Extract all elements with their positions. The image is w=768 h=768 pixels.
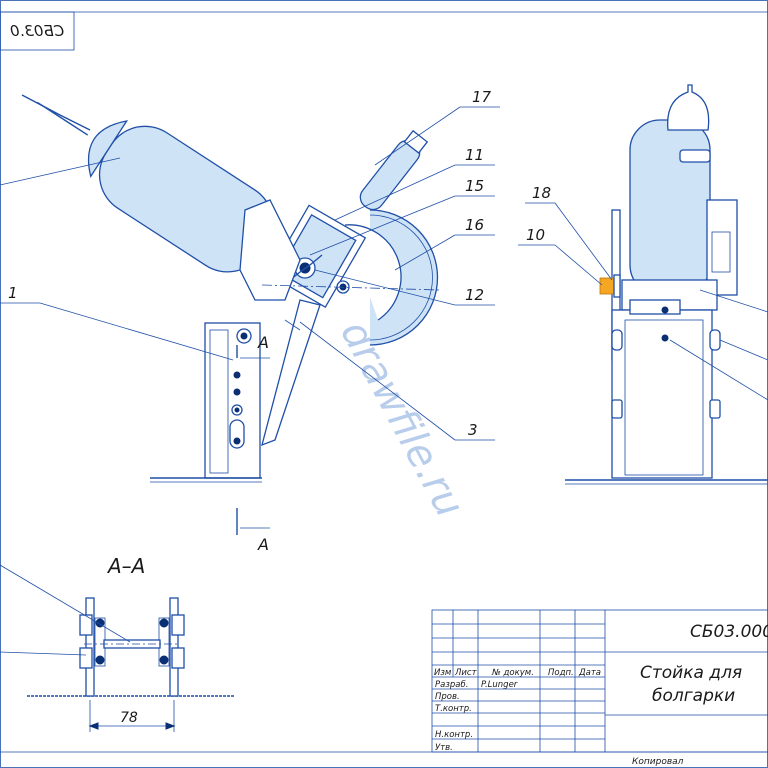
front-view: A A [21,94,441,554]
section-view: А–А 78 [0,554,235,732]
front-callouts: 17 11 15 16 1 12 3 [0,88,500,441]
hdr-doc: № докум. [491,668,534,678]
callout-10: 10 [526,226,545,244]
drawing-title-line2: болгарки [652,686,735,706]
motor-body-side [629,119,711,296]
callout-17: 17 [472,88,492,106]
section-marker-top: A [257,333,269,352]
hdr-izm: Изм [434,668,452,678]
hdr-list: Лист [454,668,478,678]
side-handle [359,129,429,211]
section-title: А–А [106,554,145,578]
row-role-0: Разраб. [435,680,468,690]
side-view [565,84,768,485]
watermark: drawfile.ru [331,313,473,525]
title-block: Изм Лист № докум. Подп. Дата Разраб. P.L… [431,609,768,767]
row-role-2: Т.контр. [435,704,472,714]
callout-12: 12 [465,286,484,304]
callout-16: 16 [465,216,484,234]
mirrored-code: СБ03.0 [10,22,64,40]
drawing-title-line1: Стойка для [640,663,742,683]
drawing-code: СБ03.000 [690,622,768,642]
callout-15: 15 [465,177,484,195]
callout-18: 18 [532,184,551,202]
copied-label: Копировал [632,757,684,767]
hdr-date: Дата [578,668,601,678]
row-role-4: Н.контр. [435,730,473,740]
callout-11: 11 [465,146,484,164]
row-role-1: Пров. [435,692,460,702]
power-cable [21,94,91,131]
nut-10 [599,277,615,295]
swing-arm [261,299,321,447]
stand-post [204,322,261,479]
row-role-5: Утв. [435,743,453,753]
clamp-bracket [268,204,367,309]
callout-1: 1 [8,284,18,302]
row-name-0: P.Lunger [481,680,518,690]
section-marker-bottom: A [257,535,269,554]
callout-3: 3 [468,421,478,439]
hdr-sign: Подп. [548,668,574,678]
dimension-78: 78 [120,710,138,726]
mirrored-code-box [0,11,75,51]
side-callouts: 18 10 [518,184,768,401]
mount-plate [239,199,301,301]
stand-post-side [611,309,713,479]
